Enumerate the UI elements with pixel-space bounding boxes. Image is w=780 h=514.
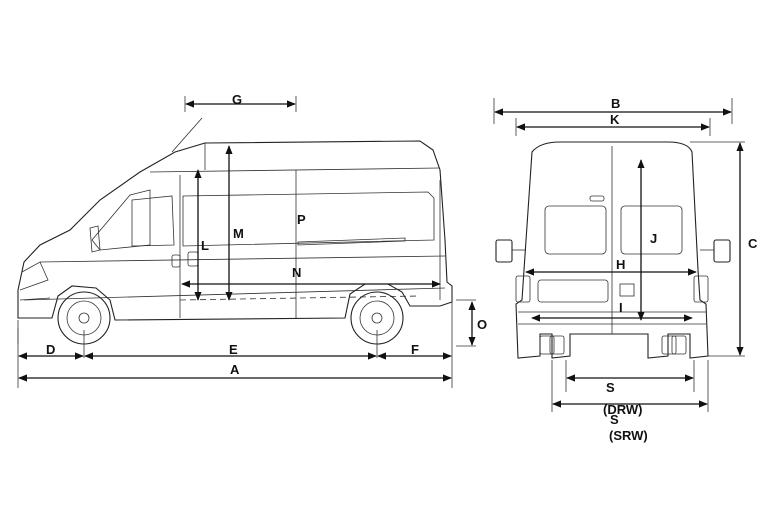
- label-g: G: [232, 92, 242, 107]
- label-e: E: [229, 342, 238, 357]
- label-srw-note: (SRW): [609, 428, 648, 443]
- label-n: N: [292, 265, 301, 280]
- label-a: A: [230, 362, 240, 377]
- label-j: J: [650, 231, 657, 246]
- label-o: O: [477, 317, 487, 332]
- van-rear-view: [493, 98, 745, 412]
- label-i: I: [619, 300, 623, 315]
- label-m: M: [233, 226, 244, 241]
- label-c: C: [748, 236, 758, 251]
- dimension-labels: G M L P N D E F A O B K C J H I S (DRW) …: [46, 92, 758, 443]
- van-side-view: [17, 96, 476, 388]
- label-l: L: [201, 238, 209, 253]
- label-b: B: [611, 96, 620, 111]
- label-f: F: [411, 342, 419, 357]
- label-s-srw: S: [610, 412, 619, 427]
- label-drw-note: (DRW): [603, 402, 642, 417]
- label-d: D: [46, 342, 55, 357]
- side-dimension-lines: [18, 100, 476, 382]
- label-s-drw: S: [606, 380, 615, 395]
- label-h: H: [616, 257, 625, 272]
- label-k: K: [610, 112, 620, 127]
- rear-dimension-lines: [494, 108, 744, 408]
- label-p: P: [297, 212, 306, 227]
